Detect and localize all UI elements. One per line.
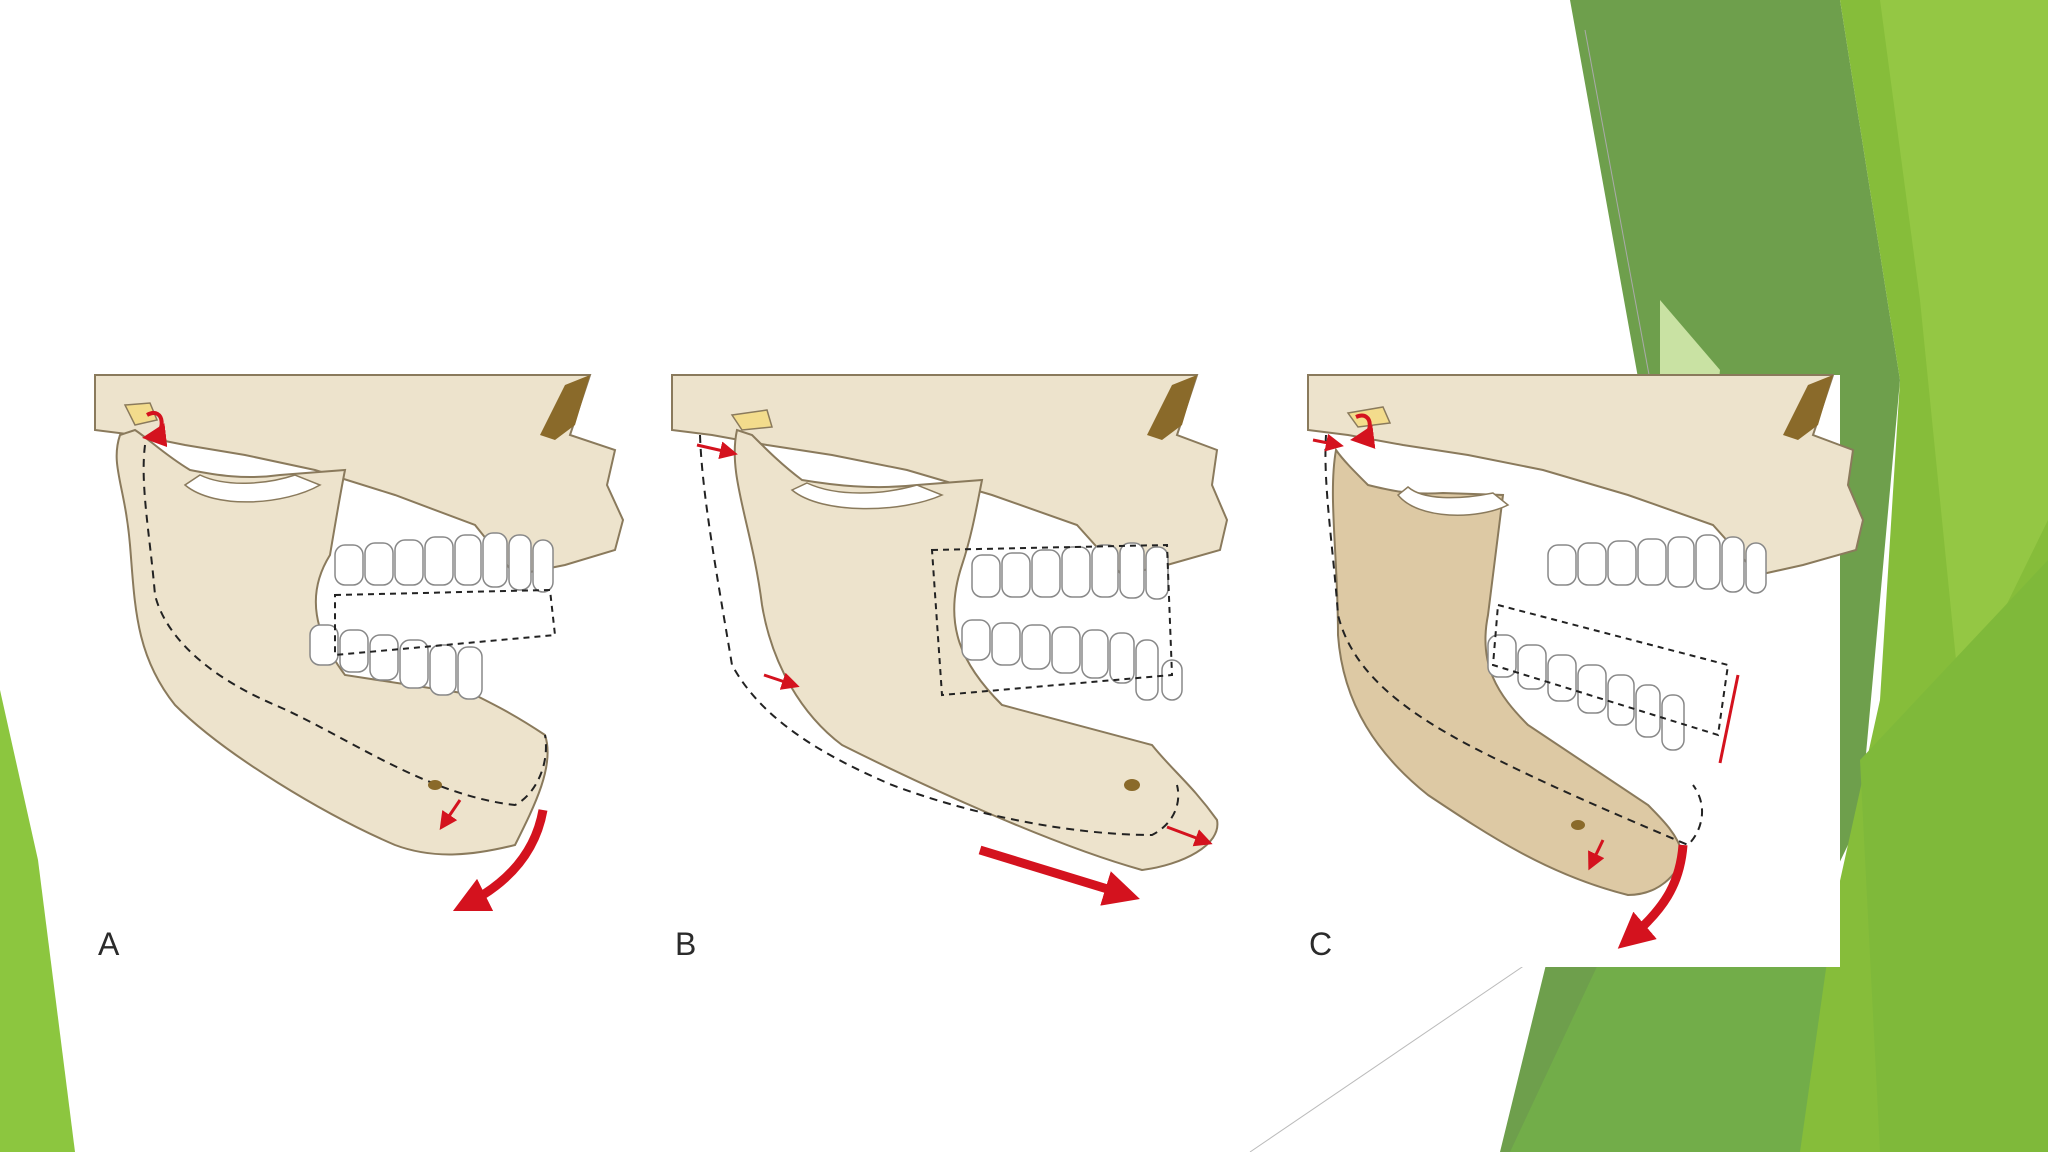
teeth-upper (971, 542, 1169, 600)
condyle-rotation-arrow (1350, 413, 1376, 449)
original-position-outline (699, 434, 1180, 837)
panel-label-c: C (1309, 926, 1333, 962)
panel-b-illustration (671, 374, 1229, 906)
mandible (733, 428, 1219, 872)
panel-a-illustration (94, 374, 625, 912)
original-position-outline (142, 444, 547, 807)
eye-socket-edge (1147, 375, 1197, 440)
teeth-lower (961, 619, 1183, 701)
cartilage (123, 402, 159, 426)
theme-facet-right-light (1880, 0, 2048, 700)
cartilage (730, 409, 773, 431)
theme-facet-right-mid (1860, 560, 2048, 1152)
eye-socket-edge (1783, 375, 1833, 440)
condyle-arrow (696, 441, 738, 460)
movement-arrow-c (1617, 844, 1688, 949)
chin-arrow (1166, 825, 1213, 847)
incisor-line (1718, 674, 1740, 764)
condyle-rotation-arrow (142, 411, 168, 448)
dashed-teeth-outline (334, 588, 557, 657)
movement-arrow-a (452, 809, 548, 912)
panel-label-b: B (675, 926, 697, 962)
theme-thin-line-upper (1584, 29, 1651, 381)
mandible-notch (183, 474, 322, 503)
teeth-upper (334, 532, 554, 593)
mandible (115, 428, 549, 856)
dashed-teeth-outline (930, 543, 1174, 697)
mental-foramen (1124, 779, 1140, 791)
teeth-lower (309, 624, 483, 700)
mental-foramen (428, 780, 442, 790)
ramus-arrow (763, 672, 800, 690)
teeth-upper (1547, 534, 1767, 594)
theme-facet-left-lower (0, 690, 75, 1152)
condyle-arrow (1312, 433, 1344, 452)
theme-thin-line-lower (1249, 964, 1526, 1152)
dashed-teeth-outline (1491, 603, 1730, 737)
small-arrow (439, 799, 462, 830)
small-arrow (1588, 839, 1605, 871)
panel-c-illustration (1307, 374, 1865, 949)
mental-foramen (1571, 820, 1585, 830)
mandible-notch (790, 482, 944, 510)
movement-arrow-b (978, 845, 1140, 906)
eye-socket-edge (540, 375, 590, 440)
mandible-notch (1396, 486, 1510, 516)
original-position-outline (1324, 434, 1704, 847)
panel-label-a: A (98, 926, 120, 962)
